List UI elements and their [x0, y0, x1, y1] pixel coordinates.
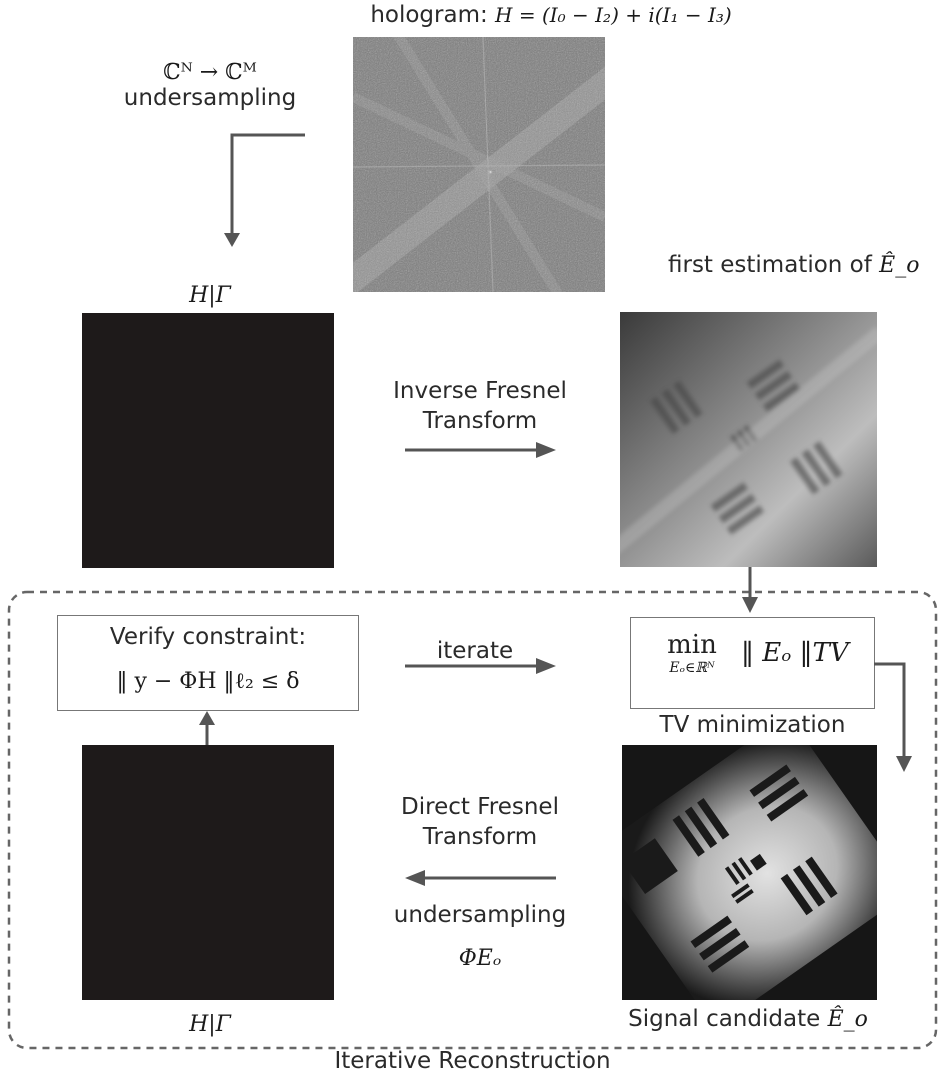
iterate-label: iterate: [436, 638, 514, 664]
h-gamma-label-top: H|Γ: [189, 283, 231, 308]
first-estimation-image: [620, 312, 877, 567]
undersampling-bottom-label: undersampling: [393, 902, 567, 928]
first-estimation-label: first estimation of Ê_o: [668, 252, 920, 278]
hologram-formula: H = (I₀ − I₂) + i(I₁ − I₃): [495, 3, 732, 27]
direct-fresnel-arrow: [405, 870, 556, 886]
direct-fresnel-label: Direct Fresnel Transform: [401, 794, 559, 850]
verify-constraint-box: Verify constraint: ‖ y − ΦH ‖ℓ₂ ≤ δ: [57, 615, 359, 711]
to-verify-arrow: [199, 711, 215, 747]
signal-candidate-label: Signal candidate Ê_o: [628, 1006, 868, 1032]
iterate-arrow: [405, 658, 556, 674]
tv-caption: TV minimization: [659, 712, 846, 738]
to-tv-arrow: [742, 567, 758, 613]
signal-candidate-image: [622, 745, 877, 1000]
inverse-fresnel-arrow: [405, 442, 556, 458]
verify-formula: ‖ y − ΦH ‖ℓ₂ ≤ δ: [116, 669, 300, 694]
iterative-reconstruction-title: Iterative Reconstruction: [334, 1048, 611, 1074]
inverse-fresnel-label: Inverse Fresnel Transform: [393, 378, 567, 434]
tv-subscript: Eₒ∈ℝᴺ: [669, 660, 715, 676]
tv-minimization-box: min Eₒ∈ℝᴺ ‖ Eₒ ‖TV: [630, 617, 875, 709]
undersampling-arrow: [224, 133, 305, 247]
undersampled-hologram-image-bottom: [82, 745, 334, 1000]
undersampling-top: ℂᴺ → ℂᴹ undersampling: [123, 60, 297, 111]
hologram-image: [353, 37, 605, 292]
hologram-caption: hologram: H = (I₀ − I₂) + i(I₁ − I₃): [370, 2, 732, 28]
tv-norm: ‖ Eₒ ‖TV: [741, 638, 849, 668]
undersampled-hologram-image-top: [82, 313, 334, 568]
tv-min: min: [667, 630, 717, 660]
h-gamma-label-bottom: H|Γ: [189, 1012, 231, 1037]
undersampling-bottom-formula: ΦEₒ: [458, 946, 502, 971]
to-candidate-arrow: [874, 662, 912, 772]
verify-title: Verify constraint:: [109, 624, 307, 650]
